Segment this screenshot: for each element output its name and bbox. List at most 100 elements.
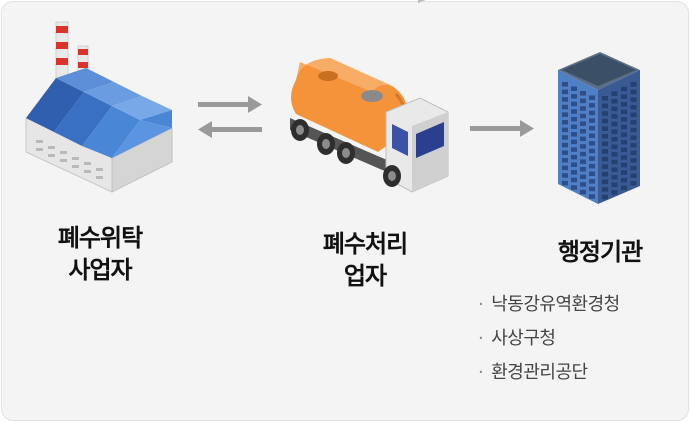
window <box>611 114 618 119</box>
window <box>562 158 568 163</box>
window <box>589 186 595 192</box>
list-item: · 환경관리공단 <box>478 356 620 390</box>
window <box>571 185 577 190</box>
window <box>630 112 637 118</box>
window <box>562 135 568 140</box>
window <box>562 120 568 125</box>
window <box>621 162 627 168</box>
window <box>611 99 618 104</box>
window <box>589 141 595 146</box>
window <box>589 95 595 100</box>
exchange-arrows-icon <box>198 96 262 138</box>
window <box>630 89 637 95</box>
window <box>630 165 637 171</box>
list-item: · 사상구청 <box>478 322 620 356</box>
window <box>580 121 586 126</box>
window <box>562 173 568 178</box>
generator-label-line1: 폐수위탁 <box>57 224 143 252</box>
window <box>611 159 618 165</box>
window <box>580 174 586 180</box>
window <box>611 144 618 150</box>
factory-icon <box>25 21 173 193</box>
window <box>580 129 586 134</box>
window <box>602 134 608 139</box>
window <box>602 141 608 147</box>
window <box>621 178 627 183</box>
window <box>621 155 627 160</box>
window <box>630 150 637 156</box>
list-item-label: 사상구청 <box>491 328 556 349</box>
window <box>602 179 608 185</box>
window <box>589 148 595 154</box>
window <box>611 137 618 142</box>
window <box>611 121 618 127</box>
agency-label-title: 행정기관 <box>557 238 643 266</box>
window <box>621 170 627 175</box>
window <box>621 147 627 153</box>
window <box>630 181 637 186</box>
window <box>571 162 577 167</box>
window <box>580 167 586 172</box>
window <box>630 82 637 87</box>
window <box>589 125 595 131</box>
window <box>562 97 568 102</box>
window <box>630 120 637 125</box>
window <box>571 116 577 122</box>
window <box>562 180 568 186</box>
window <box>589 194 595 199</box>
bullet: · <box>478 362 484 383</box>
window <box>611 129 618 134</box>
window <box>630 127 637 133</box>
list-item: ·낙동강유역환경청 <box>478 288 620 322</box>
window <box>571 109 577 114</box>
window <box>571 139 577 145</box>
window <box>571 86 577 91</box>
window <box>562 150 568 155</box>
window <box>571 101 577 107</box>
window <box>602 164 608 169</box>
window <box>571 147 577 152</box>
window <box>630 173 637 178</box>
window <box>621 132 627 137</box>
window <box>580 136 586 142</box>
window <box>580 159 586 164</box>
window <box>621 185 627 191</box>
processor-label-line1: 폐수처리 <box>322 230 408 258</box>
window <box>602 172 608 177</box>
window <box>589 179 595 184</box>
window <box>621 117 627 122</box>
bullet: · <box>478 294 484 315</box>
window <box>580 151 586 157</box>
window <box>611 106 618 112</box>
bullet: · <box>478 328 484 349</box>
window <box>602 96 608 101</box>
generator-label: 폐수위탁 사업자 <box>30 222 170 286</box>
window <box>602 118 608 124</box>
window <box>602 187 608 192</box>
window <box>621 86 627 92</box>
window <box>611 91 618 96</box>
window <box>621 94 627 99</box>
processor-label-line2: 업자 <box>343 262 387 290</box>
window <box>580 189 586 195</box>
right-arrow-icon <box>470 120 534 137</box>
window <box>602 156 608 162</box>
window <box>630 97 637 102</box>
window <box>562 112 568 117</box>
window <box>602 103 608 109</box>
window <box>630 143 637 148</box>
window <box>571 124 577 129</box>
office-building-icon <box>558 52 640 204</box>
processor-label: 폐수처리 업자 <box>295 228 435 292</box>
window <box>562 104 568 110</box>
window <box>611 175 618 180</box>
window <box>580 182 586 187</box>
window <box>611 167 618 172</box>
window <box>562 142 568 148</box>
window <box>602 194 608 200</box>
window <box>580 113 586 119</box>
window <box>580 98 586 104</box>
window <box>571 177 577 183</box>
list-item-label: 환경관리공단 <box>491 362 588 383</box>
